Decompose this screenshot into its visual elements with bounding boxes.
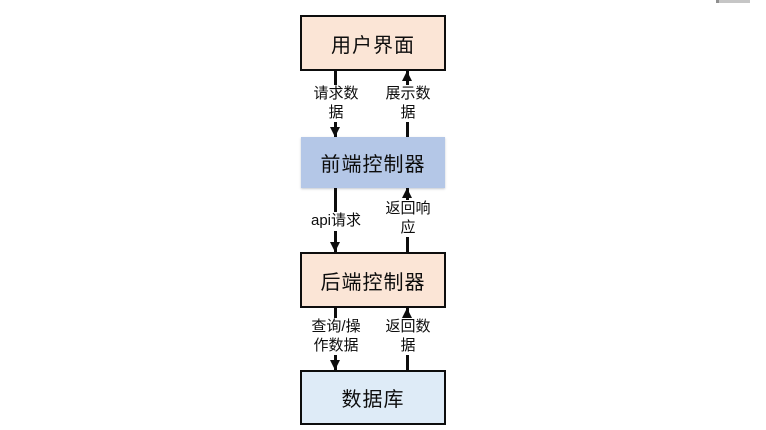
node-user-interface-label: 用户界面 [331,34,415,57]
node-backend-controller: 后端控制器 [300,252,446,308]
edge-label-return-data: 返回数 据 [377,318,439,355]
edge-label-query-operate-data: 查询/操 作数据 [305,318,367,355]
scrollbar-fragment [716,0,750,3]
arrowhead-up-icon [401,71,412,81]
arrowhead-down-icon [329,242,340,252]
node-user-interface: 用户界面 [300,15,446,71]
arrowhead-down-icon [329,360,340,370]
edge-label-request-data: 请求数 据 [305,85,367,122]
node-database: 数据库 [300,370,446,425]
arrowhead-up-icon [401,188,412,198]
arrowhead-down-icon [329,127,340,137]
edge-label-api-request: api请求 [305,212,367,231]
edge-label-return-response: 返回响 应 [377,200,439,237]
edge-label-display-data: 展示数 据 [377,85,439,122]
node-frontend-controller-label: 前端控制器 [320,154,426,176]
arrowhead-up-icon [401,308,412,318]
node-database-label: 数据库 [341,389,405,411]
node-backend-controller-label: 后端控制器 [320,271,426,294]
node-frontend-controller: 前端控制器 [301,137,445,188]
